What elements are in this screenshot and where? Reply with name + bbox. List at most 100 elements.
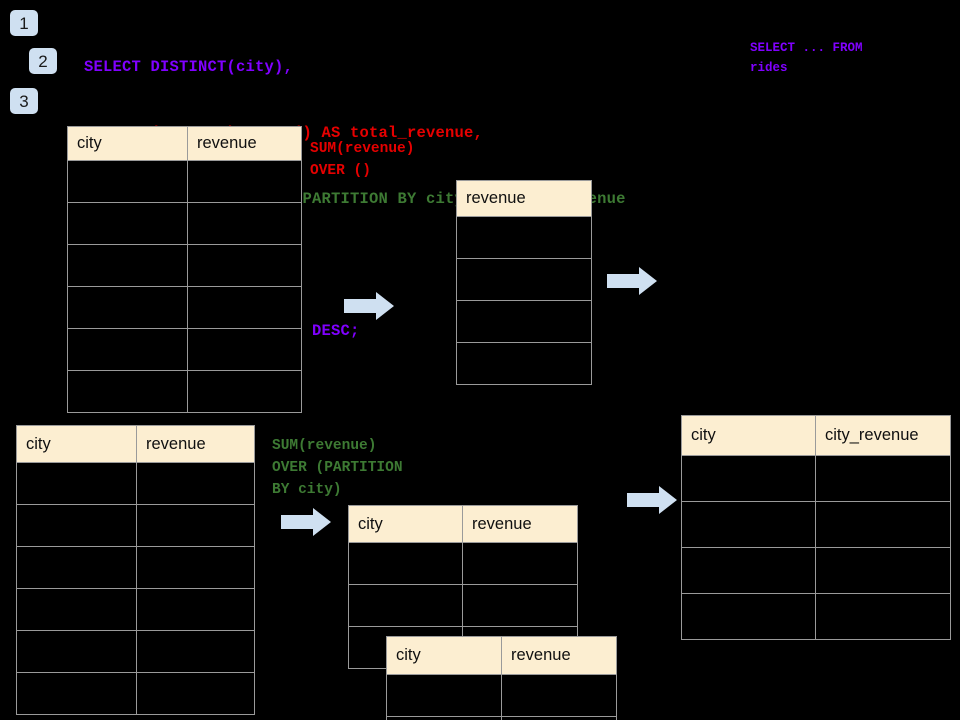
table-row — [16, 504, 255, 547]
table-row — [348, 542, 578, 585]
cell — [136, 672, 255, 715]
column-header-city: city — [348, 505, 463, 543]
final-result-table: city city_revenue — [681, 415, 951, 640]
cell — [348, 584, 463, 627]
arrow-source2-to-partition-icon — [281, 508, 331, 536]
table-header-row: city revenue — [386, 636, 617, 675]
cell — [386, 716, 502, 720]
table-row — [386, 674, 617, 717]
partition-group-table-1: city revenue — [348, 505, 578, 669]
cell — [67, 244, 188, 287]
column-header-revenue: revenue — [501, 636, 617, 675]
cell — [187, 286, 302, 329]
cell — [136, 546, 255, 589]
table-row — [67, 202, 302, 245]
table-header-row: revenue — [456, 180, 592, 217]
cell — [348, 542, 463, 585]
cell — [16, 462, 137, 505]
cell — [187, 328, 302, 371]
table-row — [67, 244, 302, 287]
cell — [815, 455, 951, 502]
cell — [136, 588, 255, 631]
select-from-rides-note: SELECT ... FROM rides — [750, 41, 863, 75]
arrow-partition-to-final-icon — [627, 486, 677, 514]
table-row — [67, 328, 302, 371]
cell — [815, 547, 951, 594]
cell — [136, 504, 255, 547]
table-row — [67, 286, 302, 329]
cell — [815, 501, 951, 548]
cell — [67, 328, 188, 371]
step-badge-1: 1 — [10, 10, 38, 36]
cell — [815, 593, 951, 640]
cell — [16, 546, 137, 589]
rides-source-table-2: city revenue — [16, 425, 255, 715]
cell — [16, 672, 137, 715]
table-row — [348, 584, 578, 627]
column-header-city-revenue: city_revenue — [815, 415, 951, 456]
cell — [16, 630, 137, 673]
table-row — [67, 370, 302, 413]
sum-over-empty-label: SUM(revenue) OVER () — [310, 141, 415, 179]
table-row — [456, 342, 592, 385]
cell — [681, 501, 816, 548]
table-row — [456, 258, 592, 301]
cell — [136, 630, 255, 673]
table-row — [386, 716, 617, 720]
table-header-row: city revenue — [16, 425, 255, 463]
table-row — [456, 300, 592, 343]
table-header-row: city city_revenue — [681, 415, 951, 456]
table-row — [16, 546, 255, 589]
cell — [16, 588, 137, 631]
table-row — [16, 588, 255, 631]
sum-over-partition-label: SUM(revenue) OVER (PARTITION BY city) — [272, 438, 403, 498]
table-row — [681, 455, 951, 502]
rides-source-table: city revenue — [67, 126, 302, 413]
cell — [501, 716, 617, 720]
cell — [187, 244, 302, 287]
sql-line-1: SELECT DISTINCT(city), — [84, 58, 294, 76]
cell — [462, 542, 578, 585]
arrow-source-to-total-icon — [344, 292, 394, 320]
table-row — [681, 501, 951, 548]
step-badge-3-label: 3 — [19, 91, 29, 111]
cell — [681, 593, 816, 640]
cell — [67, 202, 188, 245]
cell — [16, 504, 137, 547]
column-header-city: city — [386, 636, 502, 675]
cell — [456, 258, 592, 301]
step-badge-3: 3 — [10, 88, 38, 114]
cell — [187, 370, 302, 413]
table-row — [456, 216, 592, 259]
column-header-revenue: revenue — [136, 425, 255, 463]
column-header-revenue: revenue — [462, 505, 578, 543]
step-badge-2: 2 — [29, 48, 57, 74]
step-badge-2-label: 2 — [38, 51, 48, 71]
column-header-revenue: revenue — [187, 126, 302, 161]
cell — [136, 462, 255, 505]
cell — [456, 342, 592, 385]
table-row — [16, 630, 255, 673]
table-header-row: city revenue — [67, 126, 302, 161]
cell — [187, 160, 302, 203]
cell — [67, 160, 188, 203]
cell — [681, 455, 816, 502]
cell — [462, 584, 578, 627]
cell — [67, 370, 188, 413]
cell — [501, 674, 617, 717]
table-row — [16, 462, 255, 505]
cell — [681, 547, 816, 594]
table-row — [16, 672, 255, 715]
table-row — [67, 160, 302, 203]
cell — [187, 202, 302, 245]
column-header-city: city — [16, 425, 137, 463]
column-header-city: city — [681, 415, 816, 456]
cell — [386, 674, 502, 717]
cell — [456, 300, 592, 343]
table-header-row: city revenue — [348, 505, 578, 543]
column-header-city: city — [67, 126, 188, 161]
cell — [67, 286, 188, 329]
total-revenue-table: revenue — [456, 180, 592, 385]
step-badge-1-label: 1 — [19, 13, 29, 33]
